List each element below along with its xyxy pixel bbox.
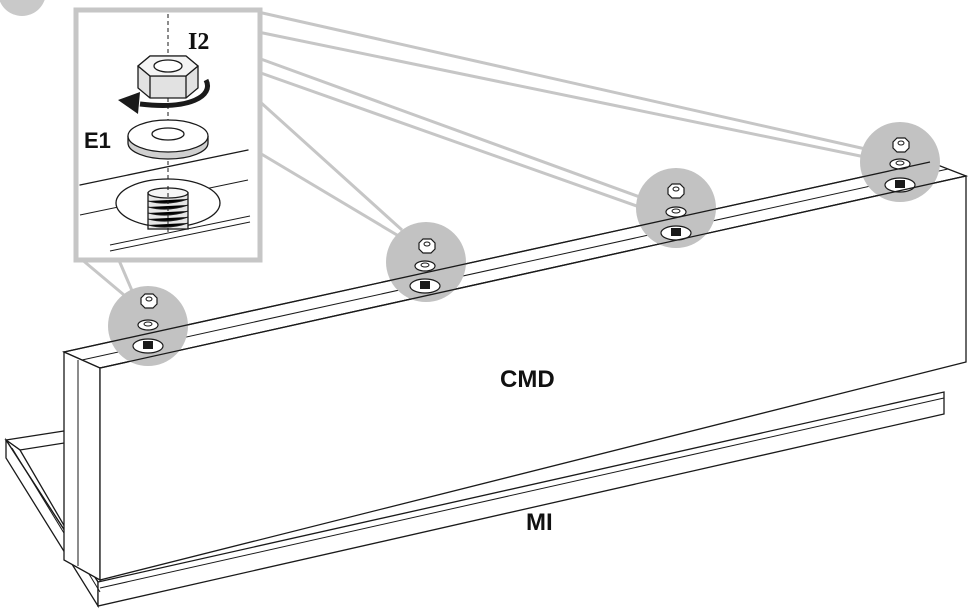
- cabinet-label: CMD: [500, 366, 555, 393]
- fastener-location-2: [386, 222, 466, 302]
- hex-nut-icon: [136, 55, 200, 99]
- washer-label: E1: [84, 128, 111, 153]
- threaded-stud-icon: [147, 186, 189, 232]
- fastener-location-4: [860, 122, 940, 202]
- cabinet-front-edge: [99, 175, 967, 369]
- base-label: MI: [526, 509, 553, 536]
- clockwise-arrow-icon: [118, 78, 210, 114]
- callout-lines: [79, 10, 871, 302]
- flat-washer-icon: [127, 119, 209, 160]
- cabinet-top-edge: [63, 161, 931, 353]
- cabinet-panel: [61, 161, 969, 582]
- fastener-location-1: [108, 286, 188, 366]
- step-badge: [0, 0, 45, 16]
- nut-label: I2: [188, 29, 209, 55]
- fastener-location-3: [636, 168, 716, 248]
- detail-callout-box: I2 E1: [73, 7, 263, 263]
